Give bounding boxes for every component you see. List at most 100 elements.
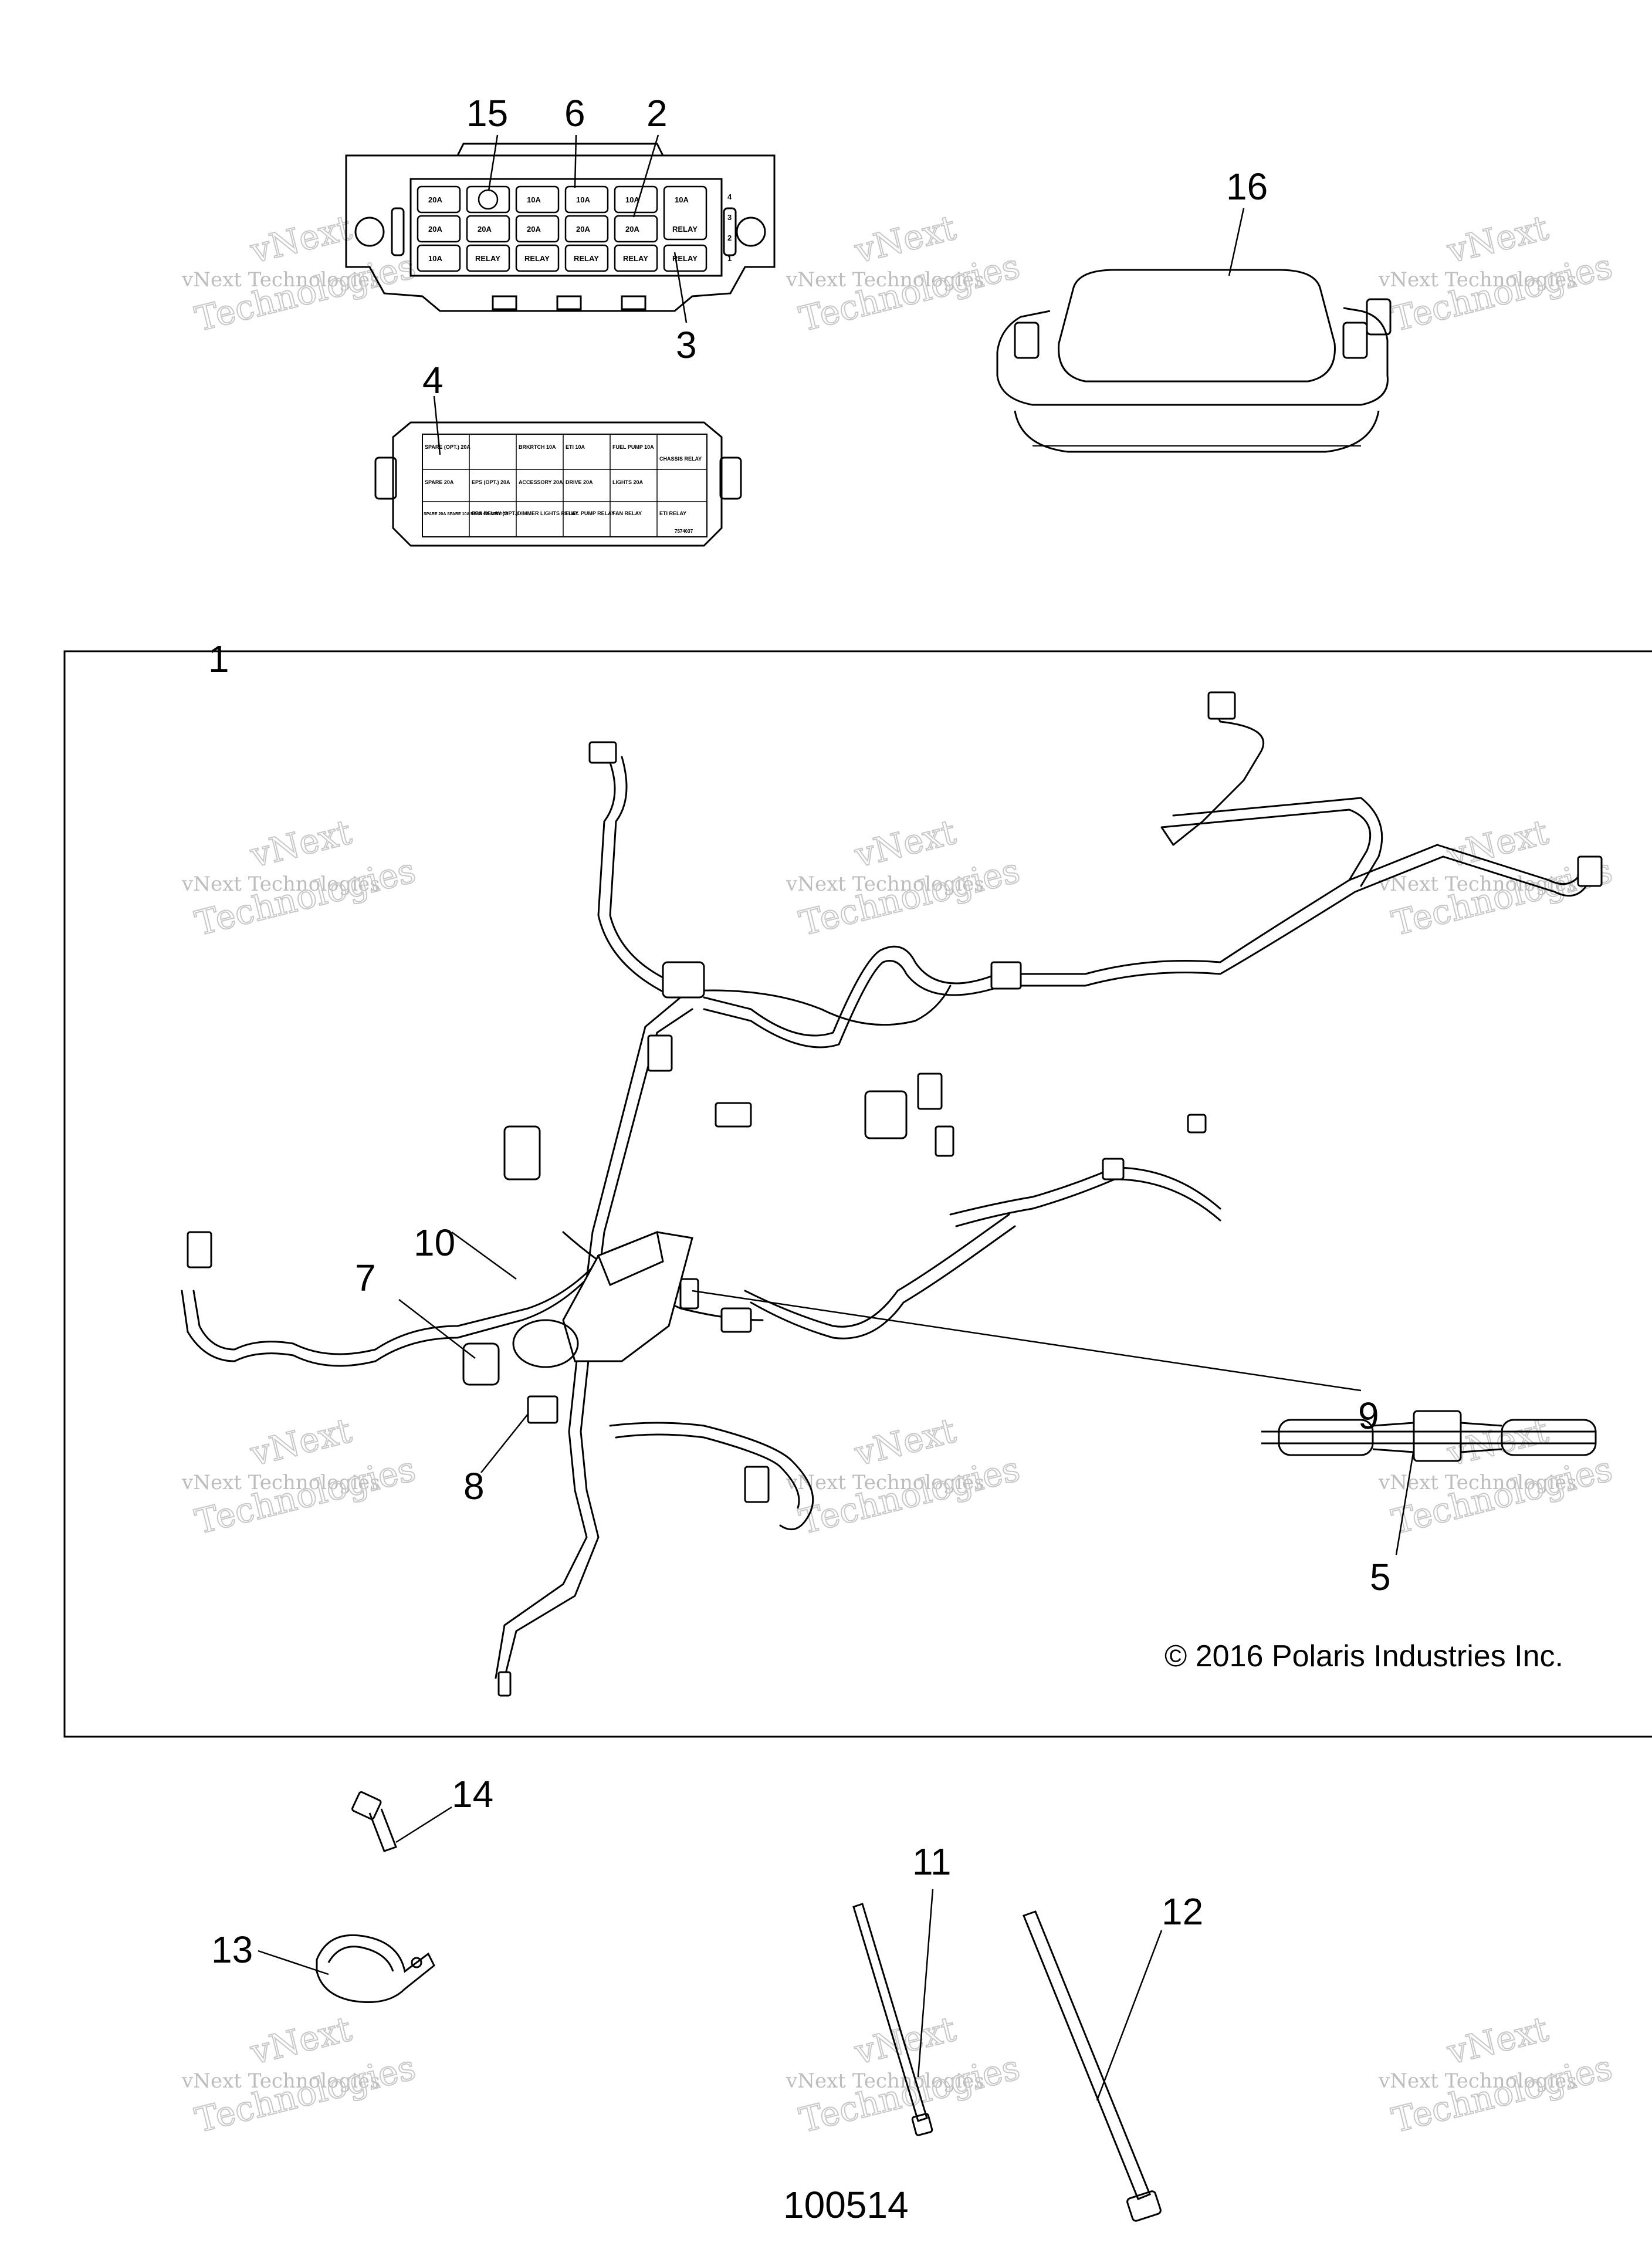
fuse-cover-r1c3: BRKRTCH 10A [519, 444, 556, 450]
watermark: vNext vNext Technologies Technologies [786, 1410, 1024, 1542]
connector [1207, 691, 1236, 720]
svg-text:Technologies: Technologies [1388, 2047, 1616, 2140]
svg-text:20A: 20A [428, 195, 442, 204]
fuse-cover-r1c5: FUEL PUMP 10A [612, 444, 654, 450]
svg-text:3: 3 [727, 213, 732, 222]
fuse-cover-r2c3: ACCESSORY 20A [519, 479, 563, 485]
svg-text:vNext: vNext [1443, 208, 1552, 271]
callout-12: 12 [1162, 1890, 1203, 1933]
svg-text:20A: 20A [478, 225, 492, 234]
callout-14: 14 [452, 1773, 493, 1815]
fuse-cover-r2c1: SPARE 20A [425, 479, 454, 485]
clamp [316, 1934, 435, 2003]
svg-text:RELAY: RELAY [475, 254, 500, 263]
svg-text:vNext Technologies: vNext Technologies [786, 1471, 984, 1494]
svg-text:2: 2 [727, 234, 732, 242]
svg-text:RELAY: RELAY [524, 254, 550, 263]
harness-fuse-box [562, 1231, 693, 1362]
svg-text:vNext Technologies: vNext Technologies [181, 1471, 380, 1494]
svg-text:Technologies: Technologies [191, 2047, 419, 2140]
svg-text:4: 4 [727, 192, 732, 201]
svg-text:20A: 20A [428, 225, 442, 234]
svg-text:vNext Technologies: vNext Technologies [786, 2069, 984, 2093]
callout-11: 11 [912, 1841, 951, 1883]
fuse-cover-grid [422, 434, 707, 537]
svg-text:1: 1 [727, 254, 732, 263]
fuse-cover-r3c6: ETI RELAY [659, 510, 686, 516]
harness-connectors [187, 691, 1603, 1697]
wiring-harness [181, 709, 1591, 1679]
svg-text:vNext Technologies: vNext Technologies [1378, 1471, 1577, 1494]
svg-text:10A: 10A [625, 195, 639, 204]
fuse-cover-r1c4: ETI 10A [566, 444, 585, 450]
svg-text:vNext Technologies: vNext Technologies [1378, 872, 1577, 896]
watermark: vNext vNext Technologies Technologies [786, 2008, 1024, 2141]
cable-tie-small [852, 1903, 933, 2136]
fuse-cover-r2c4: DRIVE 20A [566, 479, 593, 485]
fuse-box-closed [996, 269, 1392, 453]
connector [935, 1125, 954, 1157]
watermark: vNext vNext Technologies Technologies [786, 811, 1024, 944]
watermark: vNext vNext Technologies Technologies [181, 811, 420, 944]
svg-text:vNext: vNext [1443, 812, 1552, 875]
svg-text:vNext Technologies: vNext Technologies [1378, 268, 1577, 292]
watermark: vNext vNext Technologies Technologies [181, 1410, 420, 1542]
connector [588, 741, 617, 764]
fuse-box-row-labels: 4 3 2 1 [727, 192, 732, 263]
svg-text:RELAY: RELAY [574, 254, 599, 263]
callout-2: 2 [646, 92, 668, 134]
connector [917, 1073, 943, 1110]
callout-8: 8 [463, 1465, 485, 1507]
svg-text:10A: 10A [527, 195, 541, 204]
inline-fuse-holder [1261, 1410, 1597, 1462]
svg-text:RELAY: RELAY [623, 254, 648, 263]
svg-text:Technologies: Technologies [1388, 1449, 1616, 1542]
svg-text:vNext: vNext [1443, 2009, 1552, 2072]
callout-16: 16 [1226, 165, 1268, 208]
fuse-cover-r2c5: LIGHTS 20A [612, 479, 644, 485]
callout-5: 5 [1370, 1556, 1391, 1598]
connector [720, 1307, 752, 1333]
fuse-cover-r1c6: CHASSIS RELAY [659, 456, 702, 462]
callout-6: 6 [564, 92, 585, 134]
watermark: vNext vNext Technologies Technologies [181, 2008, 420, 2141]
svg-text:vNext Technologies: vNext Technologies [1378, 2069, 1577, 2093]
fuse-box-cell-labels: 20A 10A 10A 10A 10A 20A 20A 20A 20A 20A … [428, 195, 698, 263]
connector [497, 1671, 512, 1697]
copyright-text: © 2016 Polaris Industries Inc. [1164, 1639, 1563, 1673]
svg-text:Technologies: Technologies [795, 850, 1024, 943]
callout-7: 7 [355, 1257, 376, 1299]
connector [527, 1395, 558, 1424]
connector [1102, 1158, 1125, 1180]
fuse-cover-part-code: 7574037 [675, 529, 693, 534]
svg-text:20A: 20A [576, 225, 590, 234]
svg-text:vNext: vNext [851, 1410, 960, 1474]
connector [662, 961, 705, 999]
callouts: 15 6 2 3 4 16 1 10 7 8 9 5 11 12 14 13 [208, 92, 1391, 1971]
svg-text:10A: 10A [576, 195, 590, 204]
svg-text:vNext: vNext [246, 1410, 356, 1474]
fuse-cover-r1c1: SPARE (OPT.) 20A [425, 444, 470, 450]
fuse-cover-r2c2: EPS (OPT.) 20A [472, 479, 510, 485]
callout-10: 10 [414, 1222, 455, 1264]
cable-tie-large [1023, 1910, 1162, 2222]
svg-text:10A: 10A [428, 254, 442, 263]
fuse-cover-r3c3: DIMMER LIGHTS RELAY [517, 510, 578, 516]
svg-text:Technologies: Technologies [795, 246, 1024, 339]
svg-text:vNext: vNext [246, 812, 356, 875]
svg-text:Technologies: Technologies [191, 850, 419, 943]
svg-text:vNext Technologies: vNext Technologies [786, 268, 984, 292]
connector [990, 961, 1022, 990]
svg-text:Technologies: Technologies [1388, 246, 1616, 339]
fuse-cover-r3c1: SPARE 20A SPARE 10A REAR OF SERVICE [424, 512, 509, 516]
connector [462, 1342, 500, 1386]
callout-9: 9 [1358, 1395, 1379, 1437]
svg-text:Technologies: Technologies [795, 1449, 1024, 1542]
harness-loop [512, 1319, 579, 1368]
fuse-box-open: 4 3 2 1 20A 10A 10A 10A 10A 20A 20A 20A … [345, 143, 776, 312]
svg-text:vNext Technologies: vNext Technologies [181, 2069, 380, 2093]
fuse-cover-r3c4: FUEL PUMP RELAY [566, 510, 615, 516]
connector [679, 1278, 699, 1310]
